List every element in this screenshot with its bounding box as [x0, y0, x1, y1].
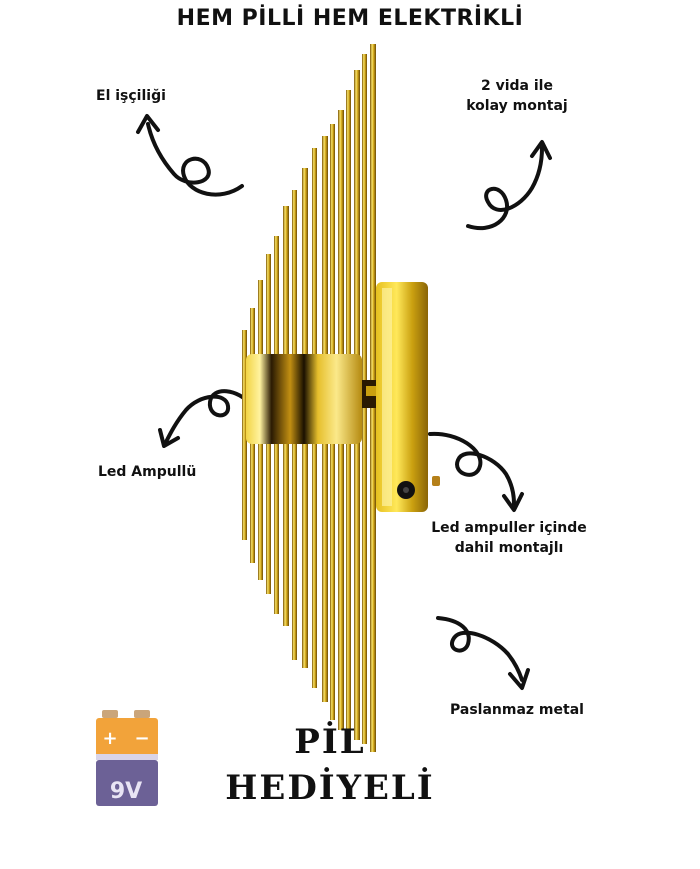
- callout-led-inside-line2: dahil montajlı: [454, 540, 564, 556]
- curly-arrow-icon: [428, 431, 524, 512]
- callout-handmade: El işçiliği: [96, 88, 166, 104]
- battery-minus: −: [134, 728, 149, 749]
- callout-easy-mount-line1: 2 vida ile: [481, 78, 553, 94]
- callout-easy-mount: 2 vida ile kolay montaj: [452, 76, 582, 116]
- callout-led: Led Ampullü: [98, 464, 197, 480]
- wall-lamp-image: [242, 44, 440, 752]
- battery-label: 9V: [110, 779, 142, 804]
- curly-arrow-icon: [136, 114, 244, 197]
- curly-arrow-icon: [466, 140, 552, 231]
- gift-line2: HEDİYELİ: [225, 768, 435, 808]
- curly-arrow-icon: [436, 616, 530, 690]
- callout-stainless: Paslanmaz metal: [450, 702, 584, 718]
- headline: HEM PİLLİ HEM ELEKTRİKLİ: [176, 6, 524, 31]
- battery-9v-icon: + − 9V: [96, 710, 158, 806]
- callout-led-inside-line1: Led ampuller içinde: [431, 520, 587, 536]
- curly-arrow-icon: [158, 389, 254, 448]
- callout-led-inside: Led ampuller içinde dahil montajlı: [418, 518, 600, 558]
- callout-easy-mount-line2: kolay montaj: [466, 98, 568, 114]
- gift-line1: PİL: [294, 722, 366, 762]
- battery-plus: +: [102, 728, 117, 749]
